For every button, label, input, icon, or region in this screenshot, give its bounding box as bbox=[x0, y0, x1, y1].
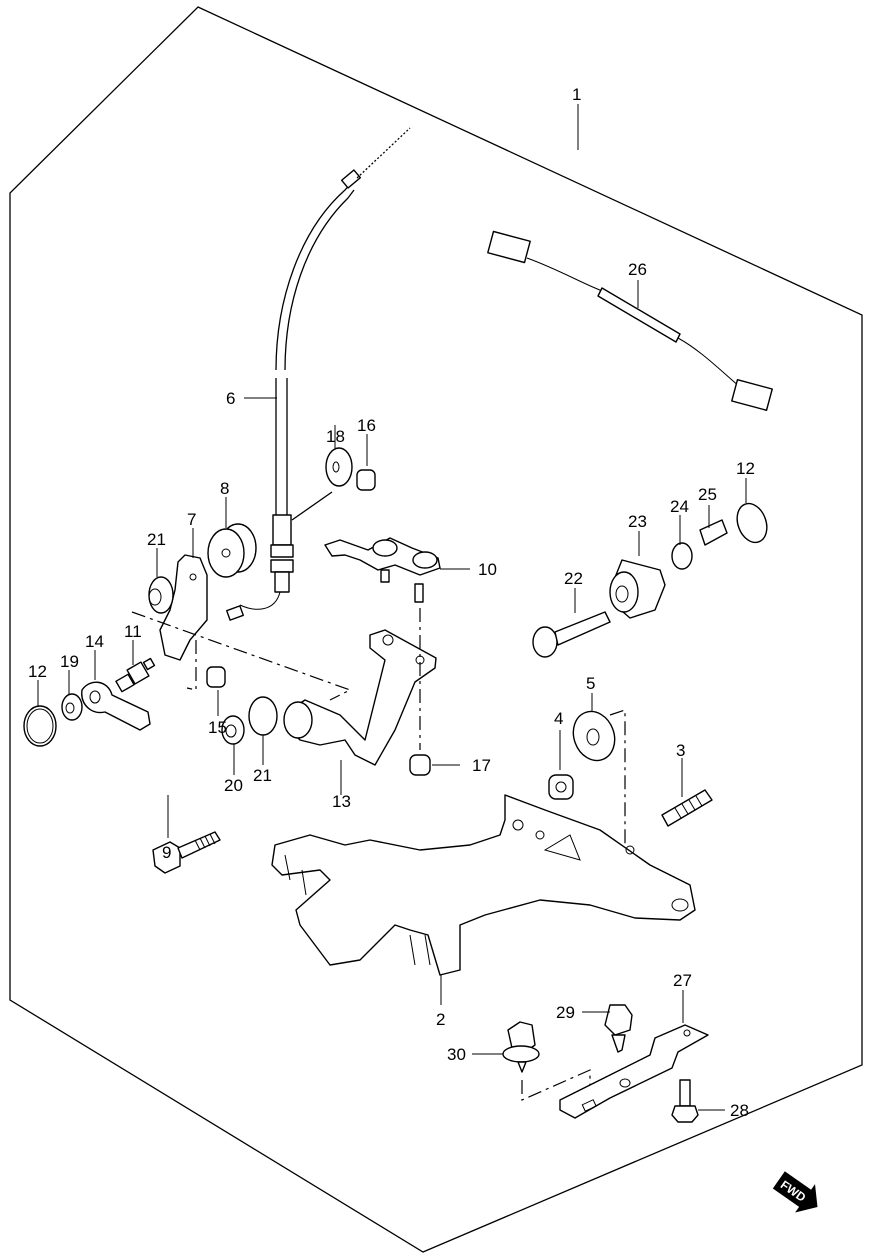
callout-27: 27 bbox=[673, 971, 692, 990]
part-4-nut bbox=[548, 774, 574, 800]
callout-22: 22 bbox=[564, 569, 583, 588]
callout-16: 16 bbox=[357, 416, 376, 435]
part-27-plate bbox=[559, 1024, 709, 1119]
callout-4: 4 bbox=[554, 709, 563, 728]
callout-14: 14 bbox=[85, 632, 104, 651]
part-3-stud bbox=[661, 789, 713, 827]
part-30-clip bbox=[502, 1021, 540, 1073]
callout-25: 25 bbox=[698, 485, 717, 504]
callout-20: 20 bbox=[224, 776, 243, 795]
callout-7: 7 bbox=[187, 510, 196, 529]
part-26-harness bbox=[487, 230, 773, 411]
callout-26: 26 bbox=[628, 260, 647, 279]
part-23-block bbox=[609, 559, 666, 619]
part-20-washer bbox=[221, 715, 245, 745]
callout-21-lower: 21 bbox=[253, 766, 272, 785]
callout-1: 1 bbox=[572, 85, 581, 104]
callout-13: 13 bbox=[332, 792, 351, 811]
callout-11: 11 bbox=[124, 622, 142, 641]
part-6-cable bbox=[226, 127, 411, 621]
part-9-bolt bbox=[152, 831, 221, 874]
callout-24: 24 bbox=[670, 497, 689, 516]
part-24-washer bbox=[671, 542, 693, 570]
part-12-ring-left bbox=[23, 705, 57, 747]
part-19-washer bbox=[61, 693, 83, 721]
callout-3: 3 bbox=[676, 741, 685, 760]
part-2-main-bracket bbox=[271, 794, 696, 976]
callout-2: 2 bbox=[436, 1010, 445, 1029]
alignment-line-2 bbox=[186, 640, 197, 691]
callout-18: 18 bbox=[326, 427, 345, 446]
callout-9: 9 bbox=[162, 843, 171, 862]
part-5-washer bbox=[572, 710, 616, 762]
alignment-line-1 bbox=[131, 611, 352, 701]
callout-30: 30 bbox=[447, 1045, 466, 1064]
callout-23: 23 bbox=[628, 512, 647, 531]
alignment-line-4 bbox=[609, 709, 626, 850]
part-17-nut bbox=[409, 754, 431, 776]
callout-12-left: 12 bbox=[28, 662, 47, 681]
callout-10: 10 bbox=[478, 560, 497, 579]
part-22-pin bbox=[532, 611, 611, 658]
part-14-rod-end bbox=[81, 681, 151, 731]
callout-29: 29 bbox=[556, 1003, 575, 1022]
callout-5: 5 bbox=[586, 674, 595, 693]
part-21-washer-lower bbox=[248, 696, 278, 736]
callout-8: 8 bbox=[220, 479, 229, 498]
callout-6: 6 bbox=[226, 389, 235, 408]
callout-17: 17 bbox=[472, 756, 491, 775]
callout-28: 28 bbox=[730, 1101, 749, 1120]
fwd-arrow-icon: FWD bbox=[772, 1171, 818, 1213]
part-7-bracket bbox=[159, 554, 208, 661]
part-10-clamp bbox=[324, 537, 441, 603]
part-13-lever bbox=[284, 629, 437, 766]
part-8-grommet bbox=[207, 523, 257, 578]
callout-15: 15 bbox=[208, 718, 227, 737]
part-16-nut bbox=[356, 469, 376, 491]
part-15-nut bbox=[206, 666, 226, 688]
part-25-collar bbox=[699, 519, 728, 546]
callout-19: 19 bbox=[60, 652, 79, 671]
callout-21-upper: 21 bbox=[147, 530, 166, 549]
part-12-ring-right bbox=[736, 502, 768, 544]
part-11-stud bbox=[115, 657, 156, 693]
alignment-line-5 bbox=[521, 1069, 591, 1101]
callout-12-right: 12 bbox=[736, 459, 755, 478]
part-29-clip bbox=[604, 1004, 633, 1053]
part-28-bolt bbox=[671, 1079, 699, 1123]
assembly-boundary bbox=[9, 6, 863, 1253]
